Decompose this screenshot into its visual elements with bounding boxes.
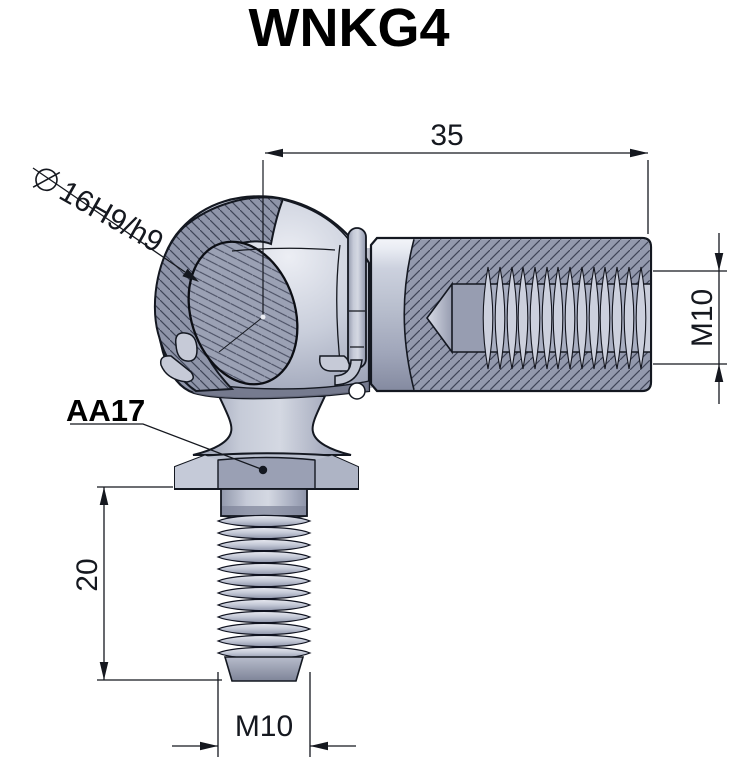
dim-stud-length: 20	[71, 486, 222, 681]
thread-tip-chamfer	[223, 656, 305, 682]
thread-ring	[217, 550, 311, 564]
section-boundary-curve	[403, 239, 415, 390]
bore-open-end	[643, 284, 650, 352]
dim-overall-length: 35	[265, 119, 649, 234]
arrowhead-right-icon	[630, 148, 648, 158]
thread-ring	[217, 610, 311, 624]
arrowhead-top-icon	[714, 253, 724, 271]
hex-center-face	[218, 457, 315, 489]
arrowhead-top-icon	[99, 487, 109, 505]
thread-ring	[217, 598, 311, 612]
hex-edges	[217, 456, 316, 489]
page-title: WNKG4	[249, 0, 450, 58]
thread-ring	[217, 634, 311, 648]
drill-cone	[426, 281, 453, 355]
thread-ring	[217, 622, 311, 636]
ball-radius-line	[218, 316, 264, 353]
neck	[192, 395, 352, 456]
diameter-label-group: 16H9/h9	[32, 168, 169, 260]
ball-center-dot	[260, 314, 266, 320]
ball-diameter-text: 16H9/h9	[54, 175, 169, 260]
arrowhead-right-icon	[310, 741, 328, 751]
dim-stud-length-text: 20	[71, 558, 104, 591]
extension-lines	[217, 672, 311, 757]
thread-ring	[217, 526, 311, 540]
cylinder-body	[369, 236, 653, 393]
clip-tick-lines	[349, 310, 365, 348]
leader-arrowhead-icon	[182, 268, 199, 282]
dim-housing-thread: M10	[653, 233, 727, 404]
socket-bore-line	[231, 247, 336, 252]
arrowhead-bottom-icon	[714, 364, 724, 382]
crimp-slot-upper	[174, 332, 198, 362]
hex-left-face	[175, 455, 218, 489]
dim-housing-thread-text: M10	[686, 289, 719, 347]
extension-lines	[97, 486, 222, 681]
housing-bottom-band	[181, 378, 369, 399]
leader-dot-icon	[258, 465, 268, 475]
thread-ring	[217, 514, 311, 528]
arrowhead-bottom-icon	[99, 662, 109, 680]
extension-lines	[653, 270, 727, 365]
thread-runout	[452, 284, 486, 352]
clip-hook	[334, 359, 363, 386]
dim-overall-length-text: 35	[430, 119, 463, 152]
external-thread	[217, 514, 311, 682]
hex-right-face	[315, 455, 358, 489]
wrench-flats-text: AA17	[66, 393, 145, 428]
label-wrench-flats: AA17	[66, 393, 268, 475]
label-ball-diameter: 16H9/h9	[32, 167, 199, 282]
leader-line	[70, 423, 262, 470]
ball-joint-part	[153, 160, 653, 682]
arrowhead-left-icon	[265, 148, 283, 158]
ball-housing	[153, 160, 371, 400]
ball-section	[187, 240, 299, 386]
leader-line	[32, 167, 186, 273]
shank-shadow-band	[222, 506, 306, 515]
thread-ring	[217, 538, 311, 552]
arrowhead-left-icon	[200, 741, 218, 751]
thread-ring	[217, 574, 311, 588]
dim-stud-thread-text: M10	[235, 710, 293, 743]
thread-ring	[217, 562, 311, 576]
thread-ring	[217, 586, 311, 600]
diameter-symbol-icon	[32, 168, 61, 192]
crimp-slot-lower	[159, 355, 194, 383]
crimp-slot-right	[318, 355, 351, 372]
bottom-notch	[348, 382, 366, 400]
dim-stud-thread: M10	[172, 672, 356, 757]
retaining-clip	[334, 227, 367, 386]
